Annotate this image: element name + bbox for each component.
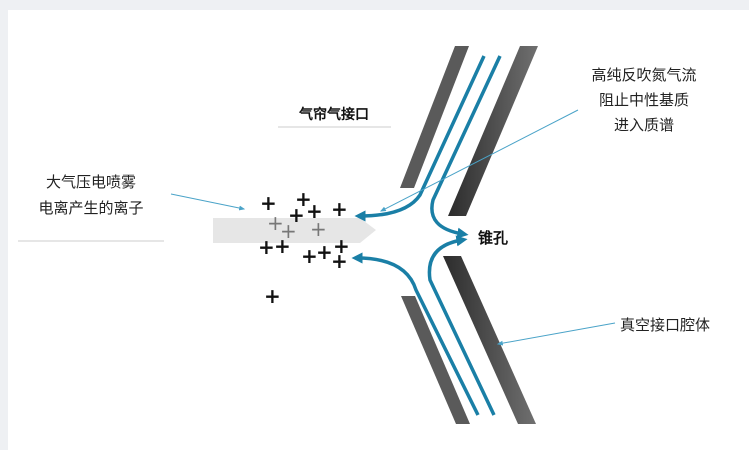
ion-plus: + bbox=[310, 217, 327, 241]
ion-plus: + bbox=[288, 203, 305, 227]
ion-plus: + bbox=[333, 234, 350, 258]
nitrogen-flow-lower-left bbox=[351, 252, 480, 416]
diagram-canvas: + + + + + + + + + + + + + + + 气帘气接口 大气压电… bbox=[8, 10, 749, 450]
nitrogen-flow-upper-right bbox=[430, 55, 502, 239]
ion-beam-arrow bbox=[213, 218, 376, 243]
upper-outer-plate bbox=[448, 46, 538, 216]
ion-plus: + bbox=[301, 244, 318, 268]
ion-plus: + bbox=[264, 284, 281, 308]
vacuum-pointer-line bbox=[496, 322, 616, 346]
cone-orifice-label: 锥孔 bbox=[478, 229, 508, 247]
ion-source-label-line1: 大气压电喷雾 bbox=[46, 173, 136, 191]
ion-plus: + bbox=[316, 240, 333, 264]
nitrogen-label-line1: 高纯反吹氮气流 bbox=[591, 66, 696, 84]
nitrogen-flow-lower-right bbox=[427, 235, 496, 416]
nitrogen-label-line3: 进入质谱 bbox=[614, 116, 674, 134]
vacuum-chamber-label: 真空接口腔体 bbox=[620, 316, 710, 334]
ion-plus: + bbox=[258, 235, 275, 259]
ion-plus: + bbox=[267, 211, 284, 235]
ion-plus: + bbox=[295, 187, 312, 211]
ion-plus: + bbox=[280, 219, 297, 243]
curtain-gas-interface-label: 气帘气接口 bbox=[298, 106, 369, 123]
ion-pointer-line bbox=[170, 193, 246, 211]
lower-outer-plate bbox=[443, 256, 536, 424]
ion-plus: + bbox=[331, 197, 348, 221]
interface-diagram: + + + + + + + + + + + + + + + 气帘气接口 大气压电… bbox=[18, 46, 710, 424]
ion-plus: + bbox=[274, 234, 291, 258]
ion-cloud: + + + + + + + + + + + + + + + bbox=[258, 187, 350, 308]
nitrogen-pointer-line bbox=[379, 109, 579, 212]
ion-plus: + bbox=[331, 249, 348, 273]
ion-plus: + bbox=[260, 191, 277, 215]
upper-inner-plate bbox=[400, 46, 469, 188]
nitrogen-flow-upper-left bbox=[354, 55, 486, 222]
nitrogen-label-line2: 阻止中性基质 bbox=[599, 91, 689, 109]
lower-inner-plate bbox=[401, 296, 470, 424]
ion-plus: + bbox=[306, 199, 323, 223]
ion-source-label-line2: 电离产生的离子 bbox=[38, 199, 143, 217]
